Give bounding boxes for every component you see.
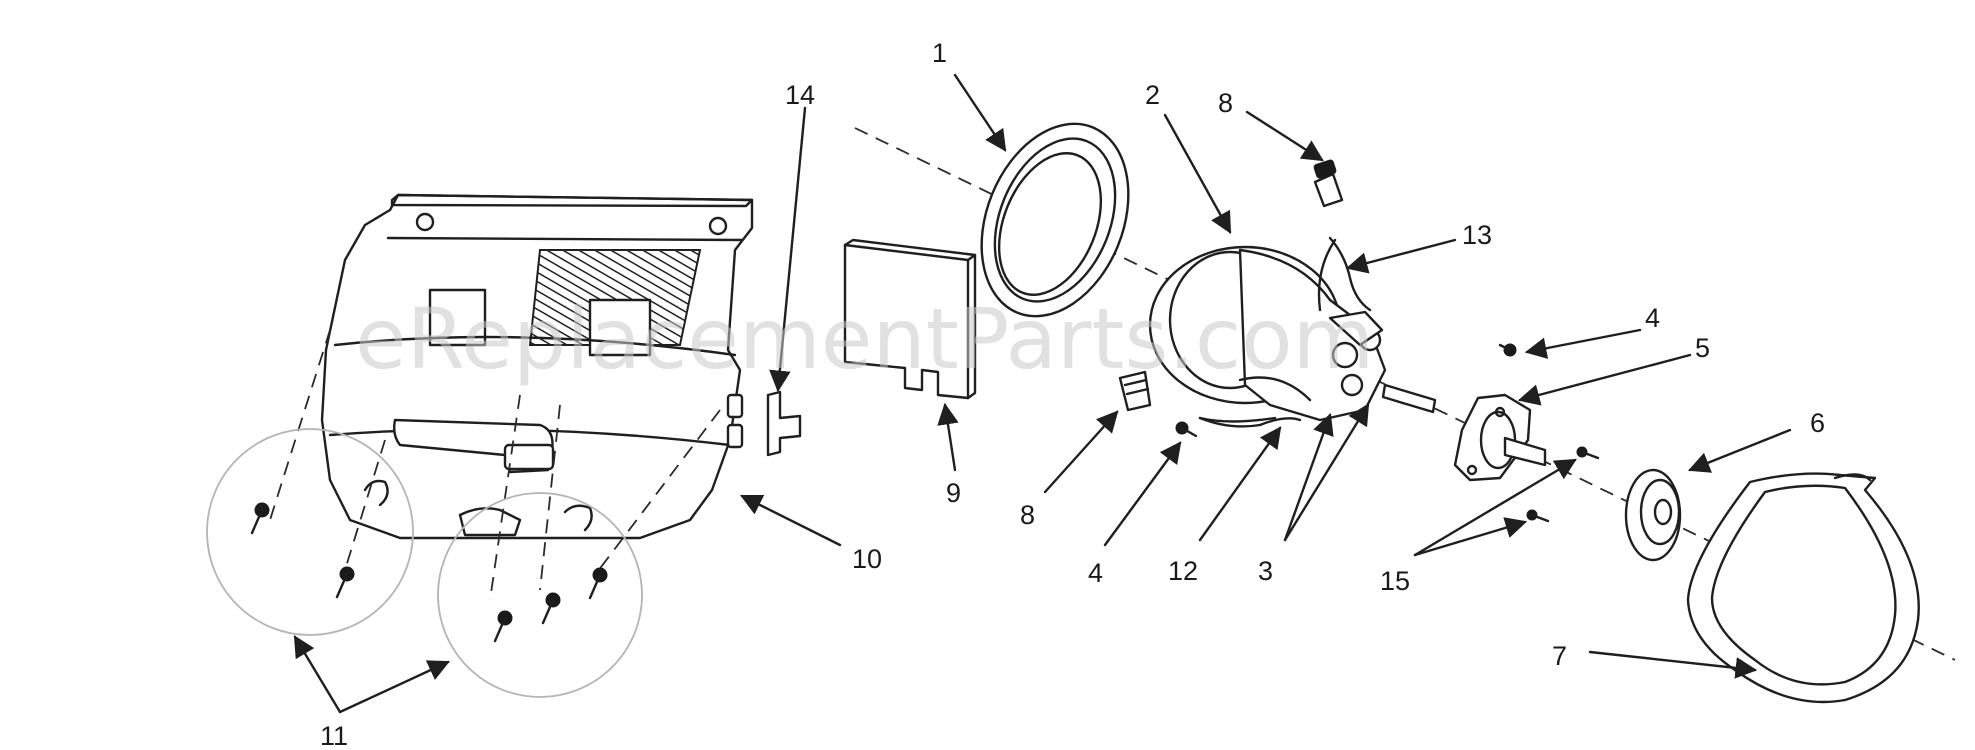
callout-label-4-upper: 4: [1645, 303, 1660, 333]
callout-label-14: 14: [785, 80, 815, 110]
bracket-part-5: [1453, 393, 1547, 482]
callout-label-7: 7: [1552, 641, 1567, 671]
hub-part-6: [1624, 468, 1682, 562]
callout-label-10: 10: [852, 544, 882, 574]
callout-label-1: 1: [932, 38, 947, 68]
callout-label-12: 12: [1168, 556, 1198, 586]
screw-part-4-lower: [1175, 421, 1198, 438]
wire-leads: [1198, 236, 1372, 428]
screw: [250, 502, 270, 535]
watermark-text: eReplacementParts.com: [355, 290, 1374, 388]
screws-part-15: [1526, 446, 1600, 523]
callout-label-13: 13: [1462, 220, 1492, 250]
callout-label-3: 3: [1258, 556, 1273, 586]
callout-label-2: 2: [1145, 80, 1160, 110]
ring-part-1: [980, 122, 1130, 318]
callout-label-8-lower: 8: [1020, 500, 1035, 530]
screw: [335, 566, 355, 599]
screw-part-4-upper: [1498, 343, 1517, 357]
screw: [493, 610, 513, 643]
callout-label-9: 9: [946, 478, 961, 508]
filter-bag-part-7: [1686, 472, 1920, 704]
wire-nut-part-8-top: [1313, 159, 1344, 208]
screw: [588, 567, 608, 600]
housing-part-10: [269, 193, 754, 601]
callout-label-5: 5: [1695, 333, 1710, 363]
screw-detail-part-11: [206, 428, 643, 698]
callout-label-15: 15: [1380, 566, 1410, 596]
callout-label-11: 11: [320, 721, 348, 750]
callout-leader-lines: [293, 73, 1792, 714]
screw: [541, 592, 561, 625]
clip-part-14: [766, 390, 802, 457]
callout-label-4-lower: 4: [1088, 558, 1103, 588]
callout-label-6: 6: [1810, 408, 1825, 438]
callout-label-8-top: 8: [1218, 88, 1233, 118]
wire-nut-part-8-lower: [1118, 370, 1152, 412]
gasket-part-9: [843, 238, 977, 400]
